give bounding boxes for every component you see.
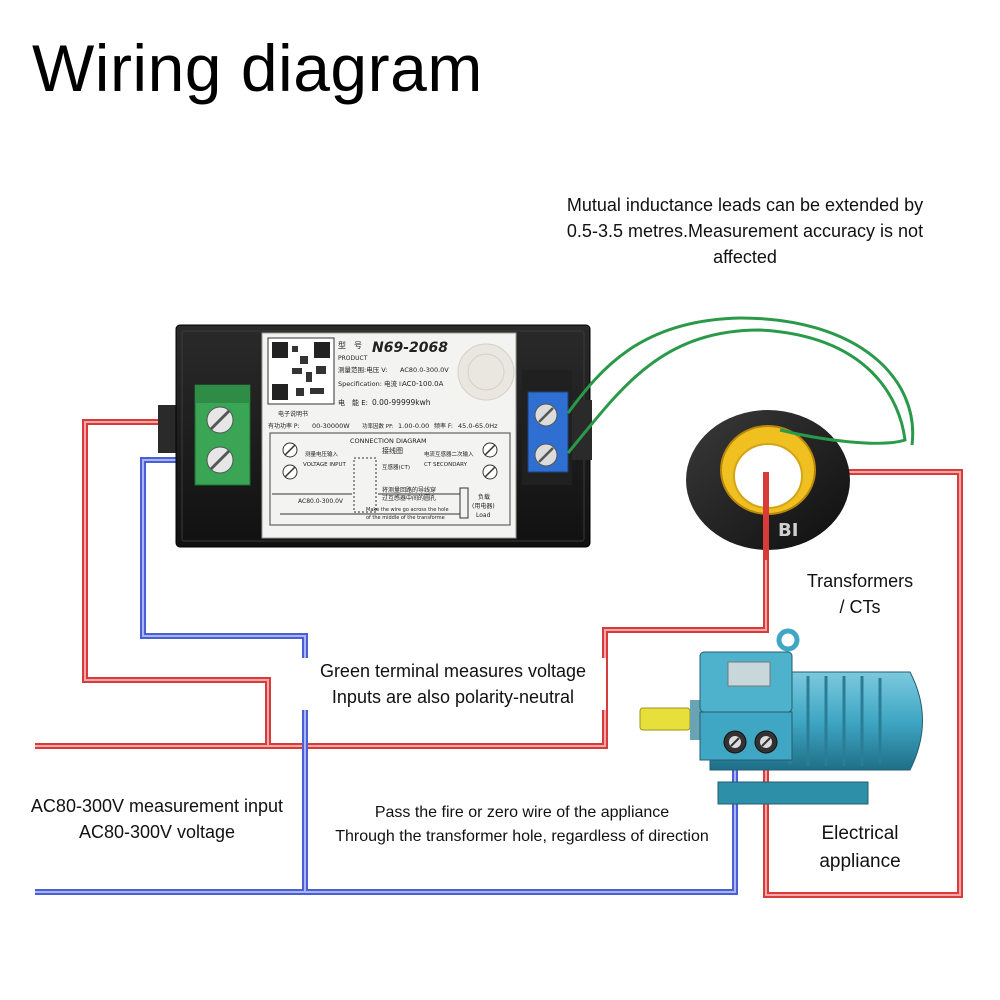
motor-terminal-left: [723, 730, 747, 754]
hole-en-2: of the middle of the transforme: [366, 515, 445, 521]
spec-key: Specification: 电流 I:: [338, 379, 403, 388]
diagram-voltage-range: AC80.0-300.0V: [298, 498, 344, 505]
pass-note: Pass the fire or zero wire of the applia…: [310, 801, 734, 849]
load-cn-2: (用电器): [472, 502, 495, 510]
lifting-eye: [776, 628, 800, 652]
leads-note-line-3: affected: [713, 247, 777, 267]
appliance-caption-line-1: Electrical: [821, 823, 899, 844]
model-number: N69-2068: [372, 340, 448, 356]
qr-code: [267, 337, 335, 405]
electric-motor: [639, 628, 923, 805]
voltage-range: AC80.0-300.0V: [400, 366, 449, 374]
blue-terminal-block: [522, 370, 572, 485]
power-key: 有功功率 P:: [268, 422, 300, 430]
model-key: 型 号: [338, 341, 362, 350]
ct-caption-line-1: Transformers: [806, 571, 914, 591]
connection-title: CONNECTION DIAGRAM: [350, 437, 427, 445]
appliance-caption: Electrical appliance: [790, 820, 930, 876]
freq-range: 45.0-65.0Hz: [458, 422, 498, 430]
power-range: 00-30000W: [312, 422, 350, 430]
product-label: PRODUCT: [338, 355, 368, 362]
motor-shaft: [639, 707, 691, 731]
connection-diagram: [269, 432, 511, 526]
hole-en-1: Make the wire go across the hole: [366, 507, 449, 513]
ct-caption-line-2: / CTs: [839, 597, 881, 617]
motor-terminal-right: [754, 730, 778, 754]
appliance-caption-line-2: appliance: [819, 851, 901, 872]
ct-mark: BI: [778, 520, 798, 541]
range-key: 测量范围:电压 V:: [338, 365, 387, 374]
leads-note-line-1: Mutual inductance leads can be extended …: [566, 195, 924, 215]
ct-cn: 互感器(CT): [382, 463, 410, 471]
ct-sec-label: CT SECONDARY: [424, 462, 468, 468]
current-range: AC0-100.0A: [402, 380, 444, 388]
green-terminal-block: [194, 384, 251, 486]
freq-key: 频率 F:: [434, 422, 453, 430]
input-note-line-2: AC80-300V voltage: [78, 822, 236, 842]
energy-key: 电 能 E:: [338, 398, 368, 407]
pf-key: 功率因数 PF:: [362, 422, 394, 430]
motor-base: [717, 781, 869, 805]
leads-note-line-2: 0.5-3.5 metres.Measurement accuracy is n…: [566, 221, 924, 241]
pf-range: 1.00-0.00: [398, 422, 429, 430]
seal-icon: [457, 343, 515, 401]
page-title: Wiring diagram: [32, 31, 483, 105]
manual-label: 电子说明书: [278, 410, 308, 418]
ct-leads: [566, 316, 915, 454]
green-note-line-1: Green terminal measures voltage: [319, 661, 587, 681]
input-note-line-1: AC80-300V measurement input: [30, 796, 284, 816]
hole-cn-2: 过互感器中间的圆孔: [382, 494, 436, 502]
ct-caption: Transformers / CTs: [790, 568, 930, 620]
load-label: Load: [476, 512, 491, 519]
input-note: AC80-300V measurement input AC80-300V vo…: [4, 793, 310, 845]
meter-label: 型 号 N69-2068 PRODUCT 测量范围:电压 V: AC80.0-3…: [261, 332, 517, 539]
vin-label: VOLTAGE INPUT: [303, 462, 346, 468]
energy-range: 0.00-99999kwh: [372, 398, 431, 407]
power-meter: 型 号 N69-2068 PRODUCT 测量范围:电压 V: AC80.0-3…: [158, 324, 592, 548]
connection-title-cn: 接线图: [382, 446, 403, 455]
green-note-line-2: Inputs are also polarity-neutral: [331, 687, 575, 707]
ct-sec-cn: 电流互感器二次输入: [424, 450, 474, 458]
green-terminal-note: Green terminal measures voltage Inputs a…: [300, 658, 606, 710]
hole-cn-1: 将测量回路的导线穿: [382, 486, 436, 494]
pass-note-line-1: Pass the fire or zero wire of the applia…: [374, 804, 670, 821]
load-cn-1: 负载: [478, 493, 490, 501]
leads-note: Mutual inductance leads can be extended …: [530, 192, 960, 270]
vin-cn: 测量电压输入: [305, 450, 339, 458]
pass-note-line-2: Through the transformer hole, regardless…: [335, 828, 709, 845]
